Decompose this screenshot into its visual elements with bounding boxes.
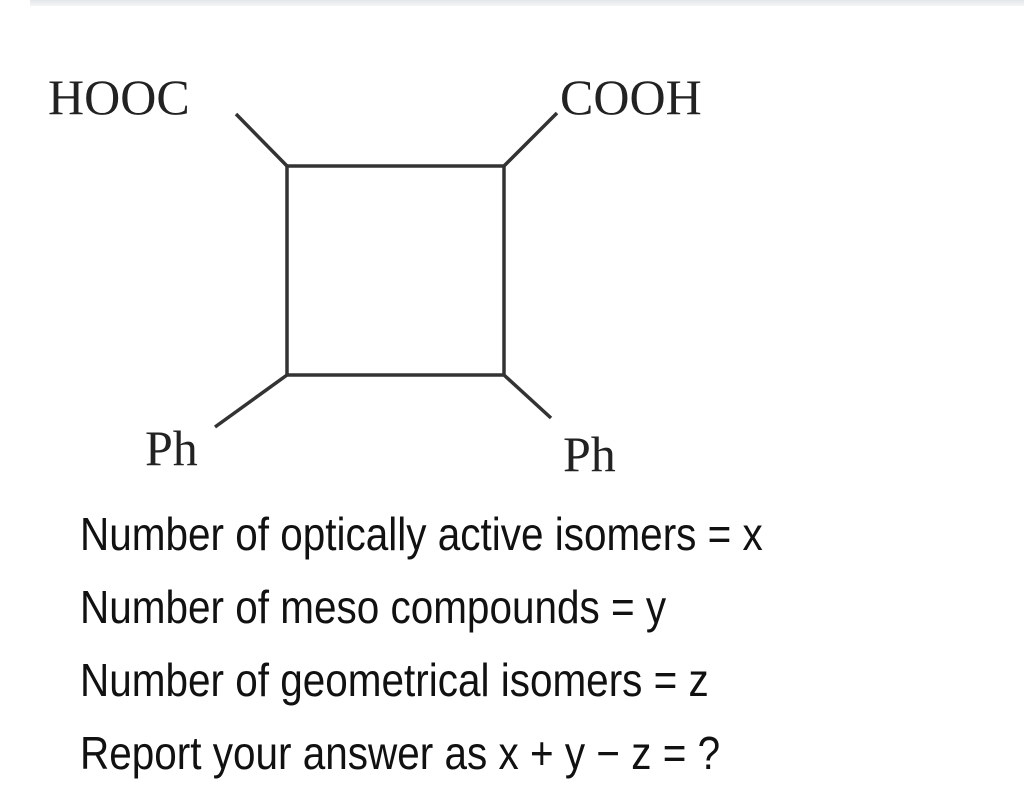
bond-top-left	[234, 112, 289, 168]
question-geometrical: Number of geometrical isomers = z	[80, 654, 709, 706]
substituent-cooh: COOH	[560, 69, 702, 125]
top-border	[0, 0, 1024, 6]
substituent-ph-right: Ph	[563, 426, 616, 482]
bond-bottom-left	[213, 373, 289, 429]
cyclobutane-structure: HOOC COOH Ph Ph	[48, 69, 702, 482]
substituent-hooc: HOOC	[48, 69, 190, 125]
question-optically-active: Number of optically active isomers = x	[80, 508, 763, 560]
question-report-answer: Report your answer as x + y − z = ?	[80, 727, 721, 779]
question-meso: Number of meso compounds = y	[80, 581, 667, 633]
cyclobutane-ring	[285, 164, 506, 377]
substituent-ph-left: Ph	[145, 420, 198, 476]
top-border-gap	[0, 0, 30, 6]
bond-bottom-right	[502, 373, 553, 420]
bond-top-right	[502, 111, 559, 168]
